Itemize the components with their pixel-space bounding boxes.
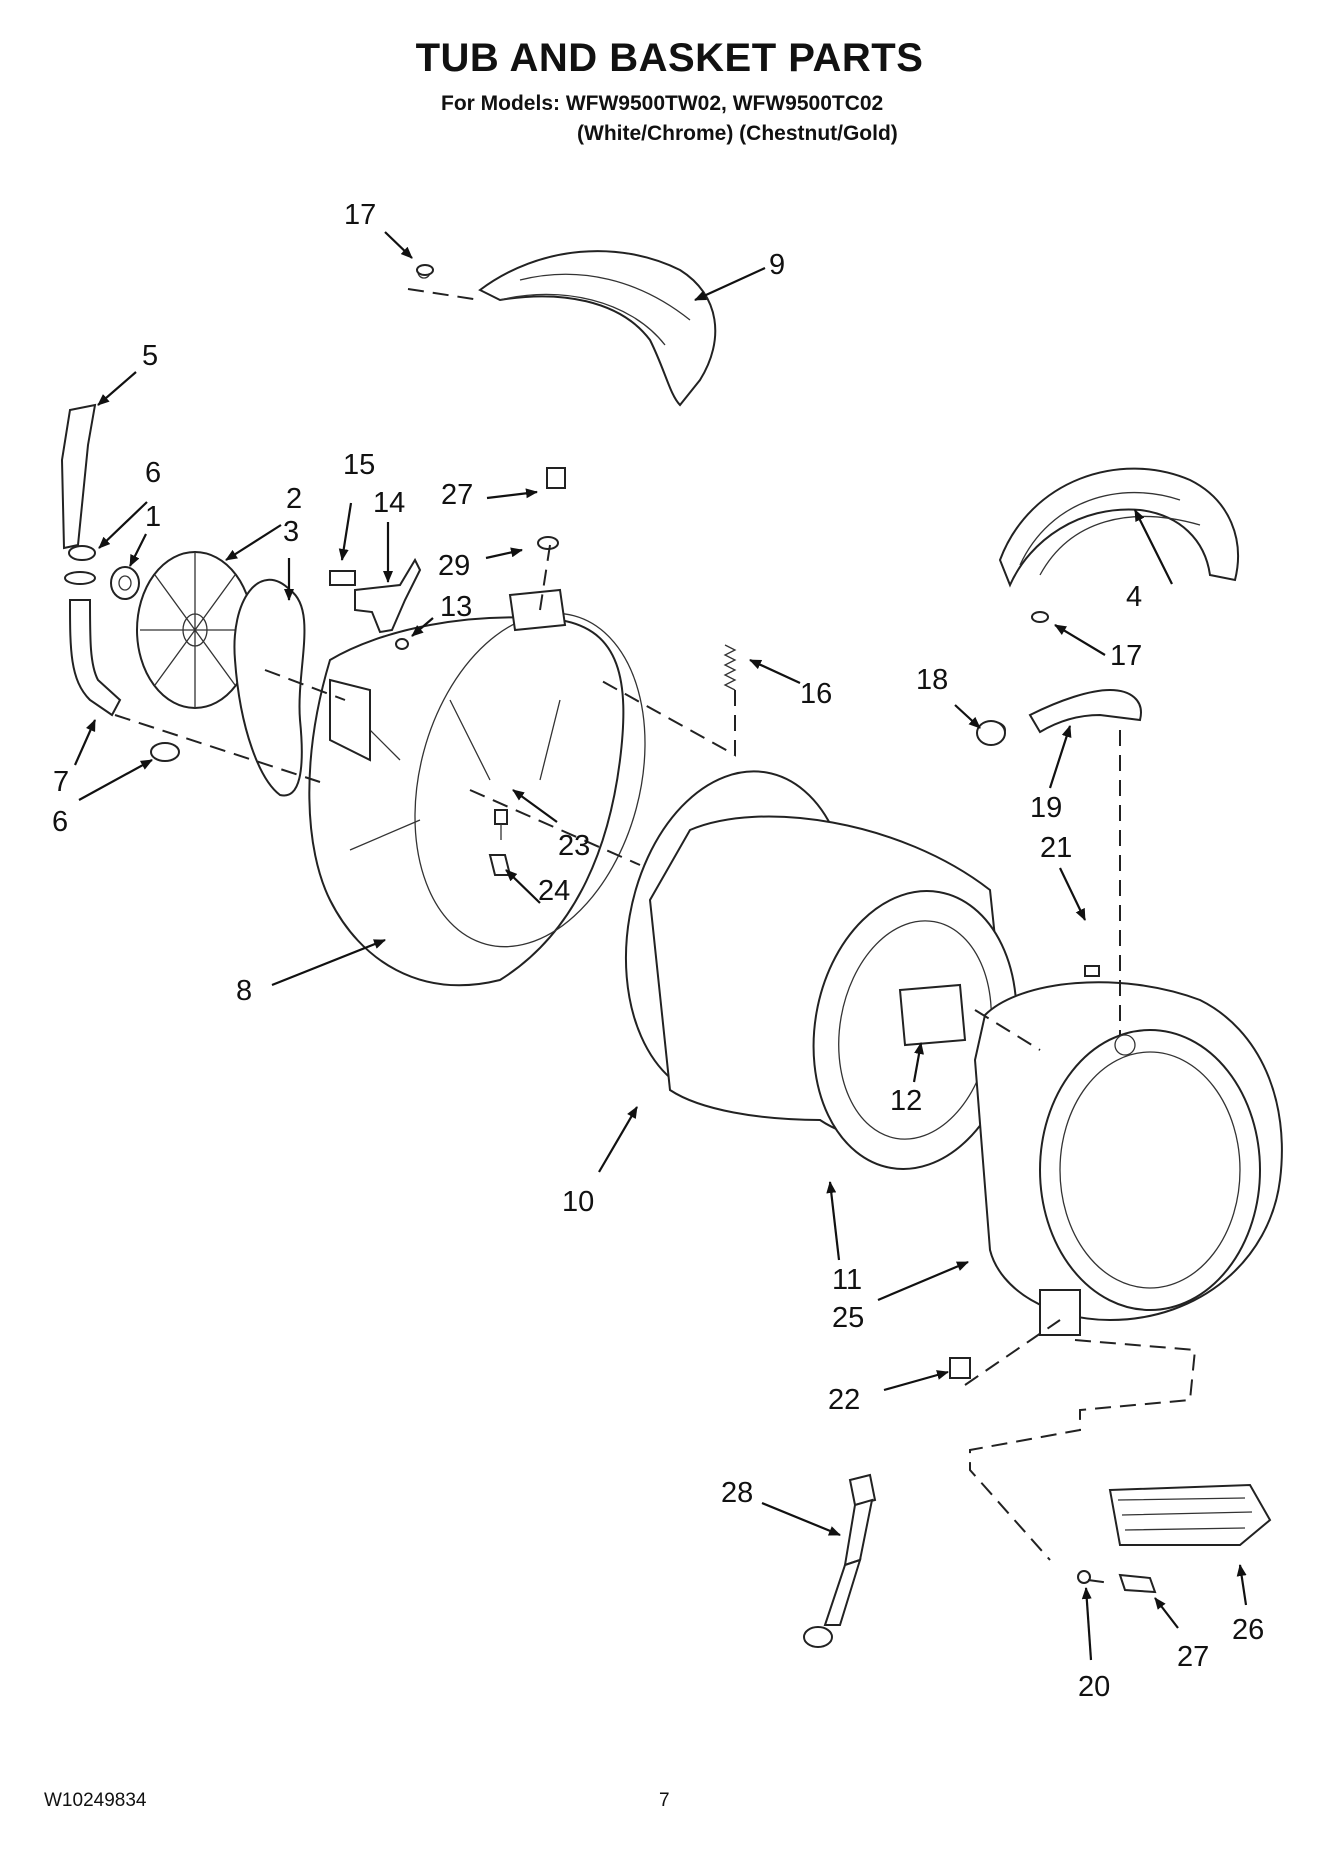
callout-14: 14	[373, 487, 405, 519]
callout-3: 3	[283, 516, 299, 548]
callout-21: 21	[1040, 832, 1072, 864]
callout-27b: 27	[1177, 1641, 1209, 1673]
part-screw-23	[494, 809, 508, 840]
callout-19: 19	[1030, 792, 1062, 824]
callout-17a: 17	[344, 199, 376, 231]
callout-16: 16	[800, 678, 832, 710]
alignment-lines	[114, 288, 1197, 1584]
callout-6a: 6	[145, 457, 161, 489]
callout-22: 22	[828, 1384, 860, 1416]
callout-15: 15	[343, 449, 375, 481]
callout-17b: 17	[1110, 640, 1142, 672]
callout-9: 9	[769, 249, 785, 281]
part-nut-small	[1077, 1570, 1091, 1584]
callout-24: 24	[538, 875, 570, 907]
callout-25: 25	[832, 1302, 864, 1334]
leader-arrows	[73, 231, 1248, 1661]
part-front-tub	[973, 981, 1283, 1336]
callout-20: 20	[1078, 1671, 1110, 1703]
colors-line: (White/Chrome) (Chestnut/Gold)	[577, 122, 898, 145]
part-heater	[1108, 1483, 1272, 1546]
callout-2: 2	[286, 483, 302, 515]
part-clamp-18	[976, 720, 1006, 746]
callout-5: 5	[142, 340, 158, 372]
callout-6b: 6	[52, 806, 68, 838]
part-screw-17a	[416, 264, 434, 276]
callout-27a: 27	[441, 479, 473, 511]
part-hose	[60, 403, 122, 717]
callout-26: 26	[1232, 1614, 1264, 1646]
callout-28: 28	[721, 1477, 753, 1509]
callout-7: 7	[53, 766, 69, 798]
callout-23: 23	[558, 830, 590, 862]
callout-13: 13	[440, 591, 472, 623]
models-line: For Models: WFW9500TW02, WFW9500TC02	[441, 92, 884, 115]
part-counterweight-right	[998, 467, 1239, 588]
part-spring	[723, 644, 737, 691]
document-number: W10249834	[44, 1790, 147, 1811]
page-number: 7	[659, 1790, 670, 1811]
part-screw-17b	[1031, 611, 1049, 623]
part-clamp-6a	[68, 545, 96, 561]
callout-labels: 17 9 5 6 1 2 3 15 14 27 29 13 4 17 16 18…	[52, 199, 1264, 1703]
page-title: TUB AND BASKET PARTS	[415, 36, 924, 80]
part-label	[949, 1357, 971, 1379]
part-belt	[233, 578, 306, 797]
part-bracket	[329, 557, 422, 634]
part-sensor-top	[537, 467, 566, 550]
part-damper	[803, 1473, 877, 1648]
callout-1: 1	[145, 501, 161, 533]
part-nut	[110, 566, 140, 600]
part-basket	[648, 815, 1018, 1170]
callout-8: 8	[236, 975, 252, 1007]
part-sensor	[1118, 1573, 1157, 1594]
callout-29: 29	[438, 550, 470, 582]
part-clip	[1084, 965, 1100, 977]
callout-4: 4	[1126, 581, 1142, 613]
part-ring-13	[395, 638, 409, 650]
callout-12: 12	[890, 1085, 922, 1117]
part-rear-tub	[308, 588, 646, 987]
part-clamp-6b	[150, 742, 180, 762]
part-counterweight-top	[417, 250, 717, 407]
callout-10: 10	[562, 1186, 594, 1218]
callout-11: 11	[832, 1264, 862, 1296]
callout-18: 18	[916, 664, 948, 696]
